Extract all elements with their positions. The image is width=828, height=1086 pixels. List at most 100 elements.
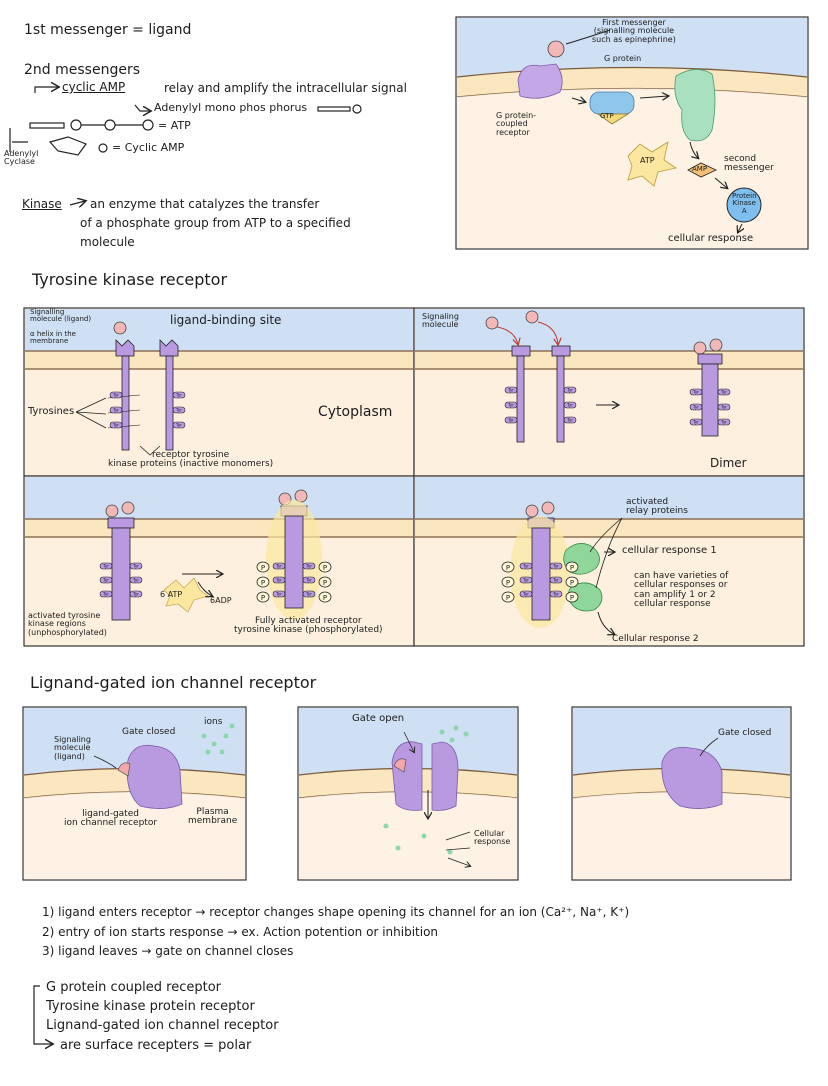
rtk-heading: Tyrosine kinase receptor — [32, 270, 228, 289]
summary-gpcr: G protein coupled receptor — [46, 980, 221, 995]
six-adp-label: 6ADP — [210, 596, 232, 605]
rtk-panel-3 — [23, 475, 415, 647]
tyrosine-text: Tyr — [112, 423, 119, 428]
gate-closed-label-2: Gate closed — [718, 728, 772, 738]
summary-ion: Lignand-gated ion channel receptor — [46, 1018, 279, 1033]
adenylyl-cyclase-label: Adenylyl Cyclase — [4, 149, 39, 167]
adenylyl-mono-label: Adenylyl mono phos phorus — [154, 101, 308, 114]
tyrosine-text: Tyr — [175, 408, 182, 413]
tyrosine-marker: Tyr — [129, 590, 143, 598]
phosphate-text: P — [261, 594, 265, 602]
tyrosine-marker: Tyr — [689, 418, 703, 426]
gpcr-cellular-response: cellular response — [668, 233, 754, 244]
kinase-label: Kinase — [22, 197, 62, 211]
phosphate-marker: P — [318, 576, 332, 588]
tyrosine-marker: Tyr — [717, 418, 731, 426]
first-messenger-ligand — [547, 40, 565, 58]
ion-panel-1 — [22, 706, 247, 881]
tyrosine-text: Tyr — [275, 578, 282, 583]
tyrosine-text: Tyr — [552, 564, 559, 569]
amp-label: AMP — [692, 165, 708, 173]
phosphate-marker: P — [501, 591, 515, 603]
kinase-definition-2: of a phosphate group from ATP to a speci… — [80, 216, 351, 230]
step-2: 2) entry of ion starts response → ex. Ac… — [42, 925, 439, 939]
tyrosine-marker: Tyr — [717, 403, 731, 411]
tyrosine-marker: Tyr — [504, 386, 518, 394]
phosphate-text: P — [261, 564, 265, 572]
ions-label: ions — [204, 717, 223, 727]
phosphate-marker: P — [501, 576, 515, 588]
step-3: 3) ligand leaves → gate on channel close… — [42, 944, 294, 958]
ion-panel-3 — [571, 706, 792, 881]
tyrosine-marker: Tyr — [519, 562, 533, 570]
phosphate-text: P — [570, 579, 574, 587]
kinase-definition-3: molecule — [80, 235, 135, 249]
kinase-definition-1: an enzyme that catalyzes the transfer — [90, 197, 320, 211]
phosphate-text: P — [506, 564, 510, 572]
tyrosine-marker: Tyr — [172, 421, 186, 429]
tyrosine-text: Tyr — [522, 564, 529, 569]
tyrosine-marker: Tyr — [504, 416, 518, 424]
tyrosine-marker: Tyr — [172, 406, 186, 414]
phosphate-text: P — [323, 564, 327, 572]
phosphate-text: P — [323, 594, 327, 602]
activated-tyrosine-label: activated tyrosine kinase regions (unpho… — [28, 611, 107, 637]
fully-activated-label: Fully activated receptor tyrosine kinase… — [234, 616, 383, 636]
tyrosine-marker: Tyr — [563, 401, 577, 409]
ligand-binding-site-label: ligand-binding site — [170, 313, 282, 327]
tyrosine-marker: Tyr — [302, 590, 316, 598]
ion-heading: Lignand-gated ion channel receptor — [30, 673, 317, 692]
relay-amplify-note: relay and amplify the intracellular sign… — [164, 81, 407, 95]
phosphate-text: P — [506, 579, 510, 587]
cyclic-amp-label: cyclic AMP — [62, 80, 126, 94]
tyrosine-text: Tyr — [175, 393, 182, 398]
tyrosine-marker: Tyr — [272, 576, 286, 584]
phosphate-marker: P — [256, 591, 270, 603]
tyrosine-text: Tyr — [112, 393, 119, 398]
tyrosine-marker: Tyr — [563, 386, 577, 394]
tyrosine-marker: Tyr — [99, 590, 113, 598]
tyrosine-text: Tyr — [112, 408, 119, 413]
tyrosine-text: Tyr — [275, 592, 282, 597]
tyrosine-text: Tyr — [305, 592, 312, 597]
tyrosine-marker: Tyr — [129, 562, 143, 570]
ion-panel-2 — [297, 706, 519, 881]
tyrosine-marker: Tyr — [99, 576, 113, 584]
tyrosines-label: Tyrosines — [28, 406, 75, 417]
tyrosine-marker: Tyr — [689, 388, 703, 396]
ion-channel-closed — [126, 744, 183, 809]
tyrosine-text: Tyr — [522, 578, 529, 583]
tyrosine-marker: Tyr — [109, 421, 123, 429]
signaling-molecule-label: Signaling molecule — [422, 312, 459, 330]
tyrosine-text: Tyr — [692, 420, 699, 425]
tyrosine-text: Tyr — [305, 564, 312, 569]
tyrosine-marker: Tyr — [563, 416, 577, 424]
tyrosine-marker: Tyr — [99, 562, 113, 570]
phosphate-text: P — [570, 594, 574, 602]
tyrosine-marker: Tyr — [172, 391, 186, 399]
tyrosine-text: Tyr — [102, 578, 109, 583]
tyrosine-text: Tyr — [692, 405, 699, 410]
tyrosine-text: Tyr — [175, 423, 182, 428]
phosphate-marker: P — [256, 576, 270, 588]
tyrosine-marker: Tyr — [717, 388, 731, 396]
signal-ligand-label: Signalling molecule (ligand) — [30, 308, 92, 324]
tyrosine-marker: Tyr — [109, 406, 123, 414]
phosphate-marker: P — [565, 561, 579, 573]
protein-kinase-a-label: Protein Kinase A — [732, 192, 757, 215]
tyrosine-text: Tyr — [566, 403, 573, 408]
tyrosine-text: Tyr — [692, 390, 699, 395]
tyrosine-marker: Tyr — [519, 576, 533, 584]
plasma-membrane-label: Plasma membrane — [188, 807, 238, 827]
relay-proteins-label: activated relay proteins — [626, 497, 688, 517]
alpha-helix-label: α helix in the membrane — [30, 330, 76, 346]
inactive-monomers-label: receptor tyrosine kinase proteins (inact… — [108, 450, 274, 470]
phosphate-text: P — [261, 579, 265, 587]
phosphate-text: P — [506, 594, 510, 602]
summary-polar: are surface recepters = polar — [60, 1038, 252, 1053]
phosphate-marker: P — [501, 561, 515, 573]
tyrosine-text: Tyr — [552, 578, 559, 583]
tyrosine-text: Tyr — [720, 420, 727, 425]
tyrosine-text: Tyr — [522, 592, 529, 597]
tyrosine-text: Tyr — [720, 405, 727, 410]
